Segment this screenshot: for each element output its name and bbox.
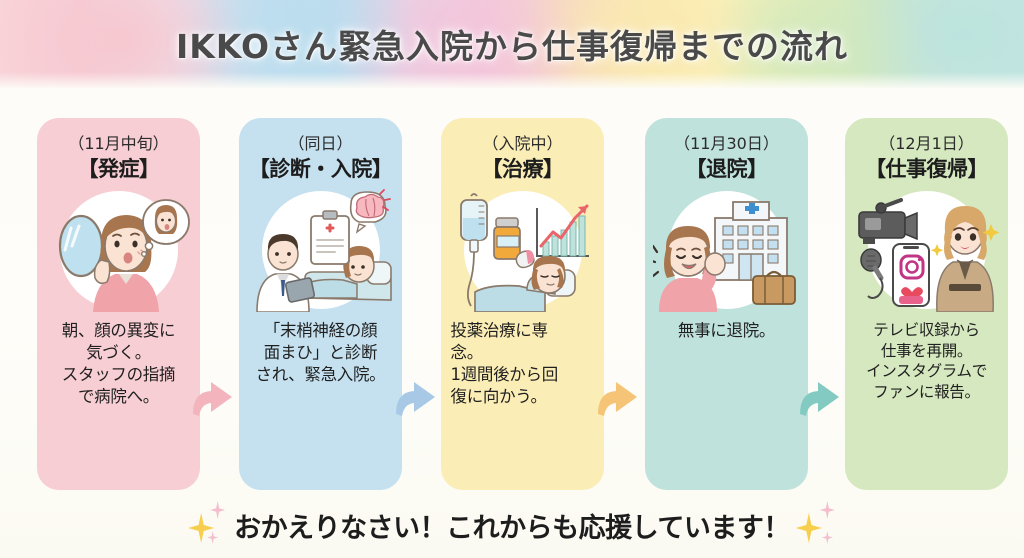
- step-description: 無事に退院。: [677, 321, 776, 341]
- step-stage-label: 【仕事復帰】: [865, 157, 989, 182]
- iv-drip-medicine-patient-icon: [449, 188, 597, 313]
- woman-mirror-worried-icon: [45, 188, 193, 313]
- footer-message-row: おかえりなさい！これからも応援しています！: [0, 492, 1024, 558]
- step-date: （11月30日）: [674, 134, 779, 153]
- step-description: テレビ収録から 仕事を再開。 インスタグラムで ファンに報告。: [866, 321, 987, 401]
- step-description: 朝、顔の異変に 気づく。 スタッフの指摘 で病院へ。: [61, 321, 176, 406]
- arrow-step3-to-step4: [594, 376, 640, 422]
- timeline-steps-row: （11月中旬） 【発症】: [0, 118, 1024, 490]
- arrow-step4-to-step5: [796, 376, 842, 422]
- step-card-onset[interactable]: （11月中旬） 【発症】: [37, 118, 200, 490]
- step-description: 「末梢神経の顔 面まひ」と診断 され、緊急入院。: [255, 321, 386, 384]
- step-stage-label: 【退院】: [685, 157, 769, 182]
- step-stage-label: 【診断・入院】: [248, 157, 393, 182]
- step-date: （12月1日）: [879, 134, 974, 153]
- hospital-discharge-suitcase-icon: [652, 188, 801, 313]
- page-title: IKKOさん緊急入院から仕事復帰までの流れ: [176, 27, 848, 66]
- arrow-step1-to-step2: [189, 376, 235, 422]
- step-card-return-to-work[interactable]: （12月1日） 【仕事復帰】: [845, 118, 1008, 490]
- doctor-diagnosis-brain-icon: [247, 188, 395, 313]
- header-gradient-banner: [0, 0, 1024, 88]
- step-stage-label: 【治療】: [481, 157, 565, 182]
- step-date: （11月中旬）: [68, 134, 169, 153]
- tv-camera-instagram-woman-icon: [853, 188, 1001, 313]
- step-card-treatment[interactable]: （入院中） 【治療】: [441, 118, 604, 490]
- step-description: 投薬治療に専 念。 1週間後から回 復に向かう。: [450, 321, 559, 406]
- step-date: （入院中）: [482, 134, 563, 153]
- sparkle-right-icon: [792, 499, 844, 551]
- step-date: （同日）: [288, 134, 353, 153]
- step-card-diagnosis[interactable]: （同日） 【診断・入院】: [239, 118, 402, 490]
- arrow-step2-to-step3: [392, 376, 438, 422]
- footer-message: おかえりなさい！これからも応援しています！: [234, 512, 790, 544]
- sparkle-left-icon: [180, 499, 232, 551]
- step-stage-label: 【発症】: [77, 157, 161, 182]
- step-card-discharge[interactable]: （11月30日） 【退院】: [645, 118, 808, 490]
